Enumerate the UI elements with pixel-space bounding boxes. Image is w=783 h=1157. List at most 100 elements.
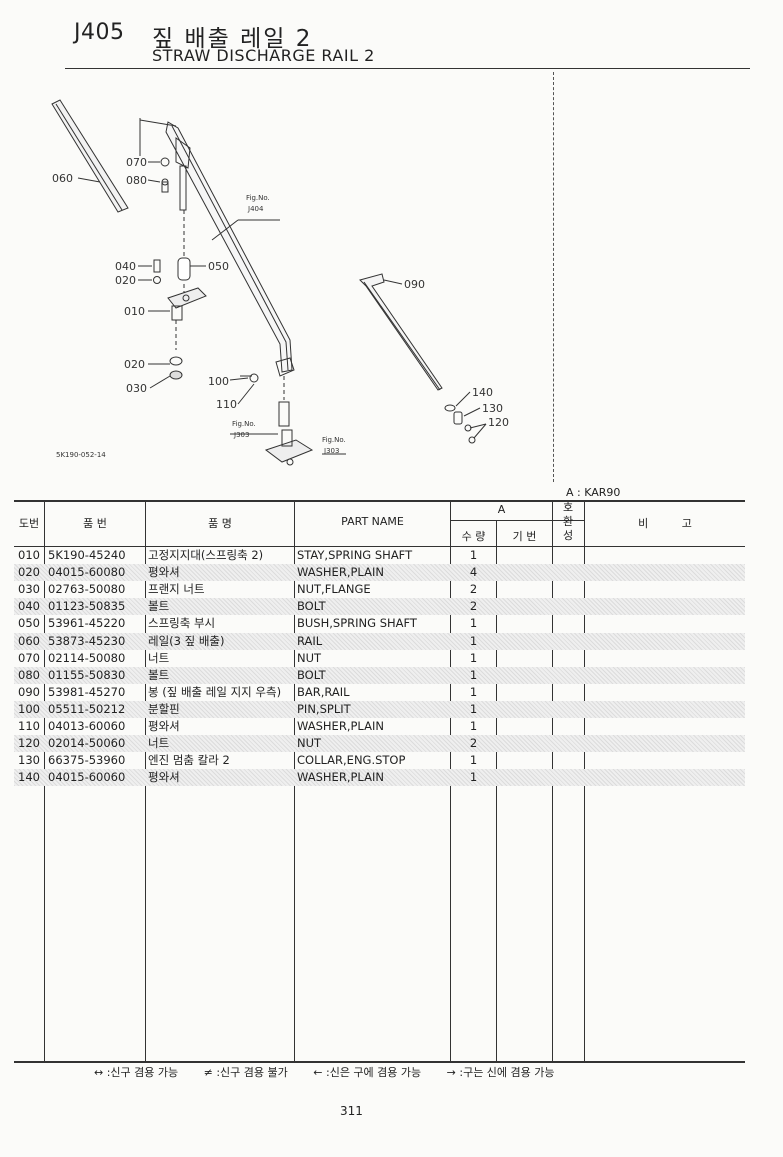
parts-table: 도번 품 번 품 명 PART NAME A 수 량 기 번 호 환 성 비 고… <box>14 500 745 1063</box>
label-010: 010 <box>124 305 145 318</box>
cell-english: BUSH,SPRING SHAFT <box>297 616 417 631</box>
cell-no: 070 <box>18 650 40 665</box>
cell-qty: 2 <box>469 582 478 597</box>
label-140: 140 <box>472 386 493 399</box>
header-interchange: 호 환 성 <box>562 501 574 542</box>
cell-no: 030 <box>18 582 40 597</box>
cell-no: 100 <box>18 701 40 716</box>
cell-no: 040 <box>18 599 40 614</box>
cell-korean: 평와셔 <box>148 565 180 580</box>
cell-no: 050 <box>18 616 40 631</box>
parts-diagram: 060 070 080 040 050 020 010 020 030 100 … <box>51 99 509 466</box>
cell-english: RAIL <box>297 633 323 648</box>
cell-no: 060 <box>18 633 40 648</box>
cell-korean: 분할핀 <box>148 701 180 716</box>
cell-english: WASHER,PLAIN <box>297 565 384 580</box>
table-row: 020 04015-60080 평와셔 WASHER,PLAIN 4 <box>14 564 745 582</box>
label-080: 080 <box>126 174 147 187</box>
table-row: 030 02763-50080 프랜지 너트 NUT,FLANGE 2 <box>14 581 745 598</box>
cell-qty: 1 <box>469 753 478 768</box>
header-part-name: PART NAME <box>341 515 404 528</box>
page-number: 311 <box>340 1104 363 1118</box>
fig-ref-number: J404 <box>247 205 264 213</box>
table-row: 050 53961-45220 스프링축 부시 BUSH,SPRING SHAFT 1 <box>14 615 745 632</box>
cell-english: NUT,FLANGE <box>297 582 371 597</box>
cell-qty: 2 <box>469 599 478 614</box>
cell-part-no: 53961-45220 <box>48 616 126 631</box>
cell-no: 020 <box>18 565 40 580</box>
cell-part-no: 53981-45270 <box>48 684 126 699</box>
label-060: 060 <box>52 172 73 185</box>
section-code: J405 <box>74 20 125 45</box>
cell-qty: 4 <box>469 565 478 580</box>
cell-part-no: 66375-53960 <box>48 753 126 768</box>
cell-korean: 볼트 <box>148 599 170 614</box>
cell-korean: 너트 <box>148 736 170 751</box>
cell-korean: 스프링축 부시 <box>148 616 216 631</box>
cell-qty: 1 <box>469 616 478 631</box>
cell-korean: 엔진 멈춤 칼라 2 <box>148 753 230 768</box>
cell-qty: 1 <box>469 650 478 665</box>
english-title: STRAW DISCHARGE RAIL 2 <box>152 46 375 65</box>
cell-english: BOLT <box>297 599 326 614</box>
cell-no: 140 <box>18 770 40 785</box>
diagram-divider <box>553 72 554 482</box>
header-remarks: 비 고 <box>638 517 692 530</box>
cell-english: COLLAR,ENG.STOP <box>297 753 406 768</box>
label-050: 050 <box>208 260 229 273</box>
cell-no: 010 <box>18 548 40 562</box>
table-row: 130 66375-53960 엔진 멈춤 칼라 2 COLLAR,ENG.STOP 1 <box>14 752 745 769</box>
cell-english: WASHER,PLAIN <box>297 719 384 733</box>
fig-ref-label: Fig.No. <box>232 420 256 428</box>
label-020-upper: 020 <box>115 274 136 287</box>
stay-frame-drawing <box>139 119 293 373</box>
korean-title: 짚 배출 레일 2 <box>152 26 313 52</box>
header-group-a: A <box>497 503 506 516</box>
cell-qty: 1 <box>469 684 478 699</box>
cell-part-no: 05511-50212 <box>48 701 126 716</box>
cell-english: NUT <box>297 736 322 751</box>
cell-qty: 1 <box>469 770 478 785</box>
cell-korean: 평와셔 <box>148 770 180 785</box>
cell-part-no: 02763-50080 <box>48 582 126 597</box>
cell-part-no: 04013-60060 <box>48 719 126 733</box>
label-040: 040 <box>115 260 136 273</box>
label-070: 070 <box>126 156 147 169</box>
cell-part-no: 02014-50060 <box>48 736 126 751</box>
fig-ref-label: Fig.No. <box>322 436 346 444</box>
label-090: 090 <box>404 278 425 291</box>
cell-part-no: 01123-50835 <box>48 599 126 614</box>
cell-korean: 평와셔 <box>148 719 180 733</box>
label-100: 100 <box>208 375 229 388</box>
bar-rail-090-drawing <box>359 273 443 391</box>
header-rule <box>65 68 750 69</box>
fig-ref-number: J303 <box>323 447 339 455</box>
cell-korean: 프랜지 너트 <box>148 582 205 597</box>
cell-qty: 1 <box>469 667 478 682</box>
cell-qty: 2 <box>469 736 478 751</box>
header-no: 도번 <box>18 517 40 530</box>
cell-part-no: 04015-60080 <box>48 565 126 580</box>
header-qty: 수 량 <box>461 530 486 543</box>
cell-qty: 1 <box>469 633 478 648</box>
cell-no: 110 <box>18 719 40 733</box>
cell-part-no: 02114-50080 <box>48 650 126 665</box>
cell-no: 130 <box>18 753 40 768</box>
cell-english: PIN,SPLIT <box>297 701 351 716</box>
cell-english: STAY,SPRING SHAFT <box>297 548 413 562</box>
cell-no: 090 <box>18 684 40 699</box>
cell-english: WASHER,PLAIN <box>297 770 384 785</box>
cell-part-no: 04015-60060 <box>48 770 126 785</box>
label-030: 030 <box>126 382 147 395</box>
cell-part-no: 01155-50830 <box>48 667 126 682</box>
cell-korean: 레일(3 짚 배출) <box>148 633 225 648</box>
header-basic: 기 번 <box>512 530 537 543</box>
header-part-no: 품 번 <box>83 517 107 530</box>
